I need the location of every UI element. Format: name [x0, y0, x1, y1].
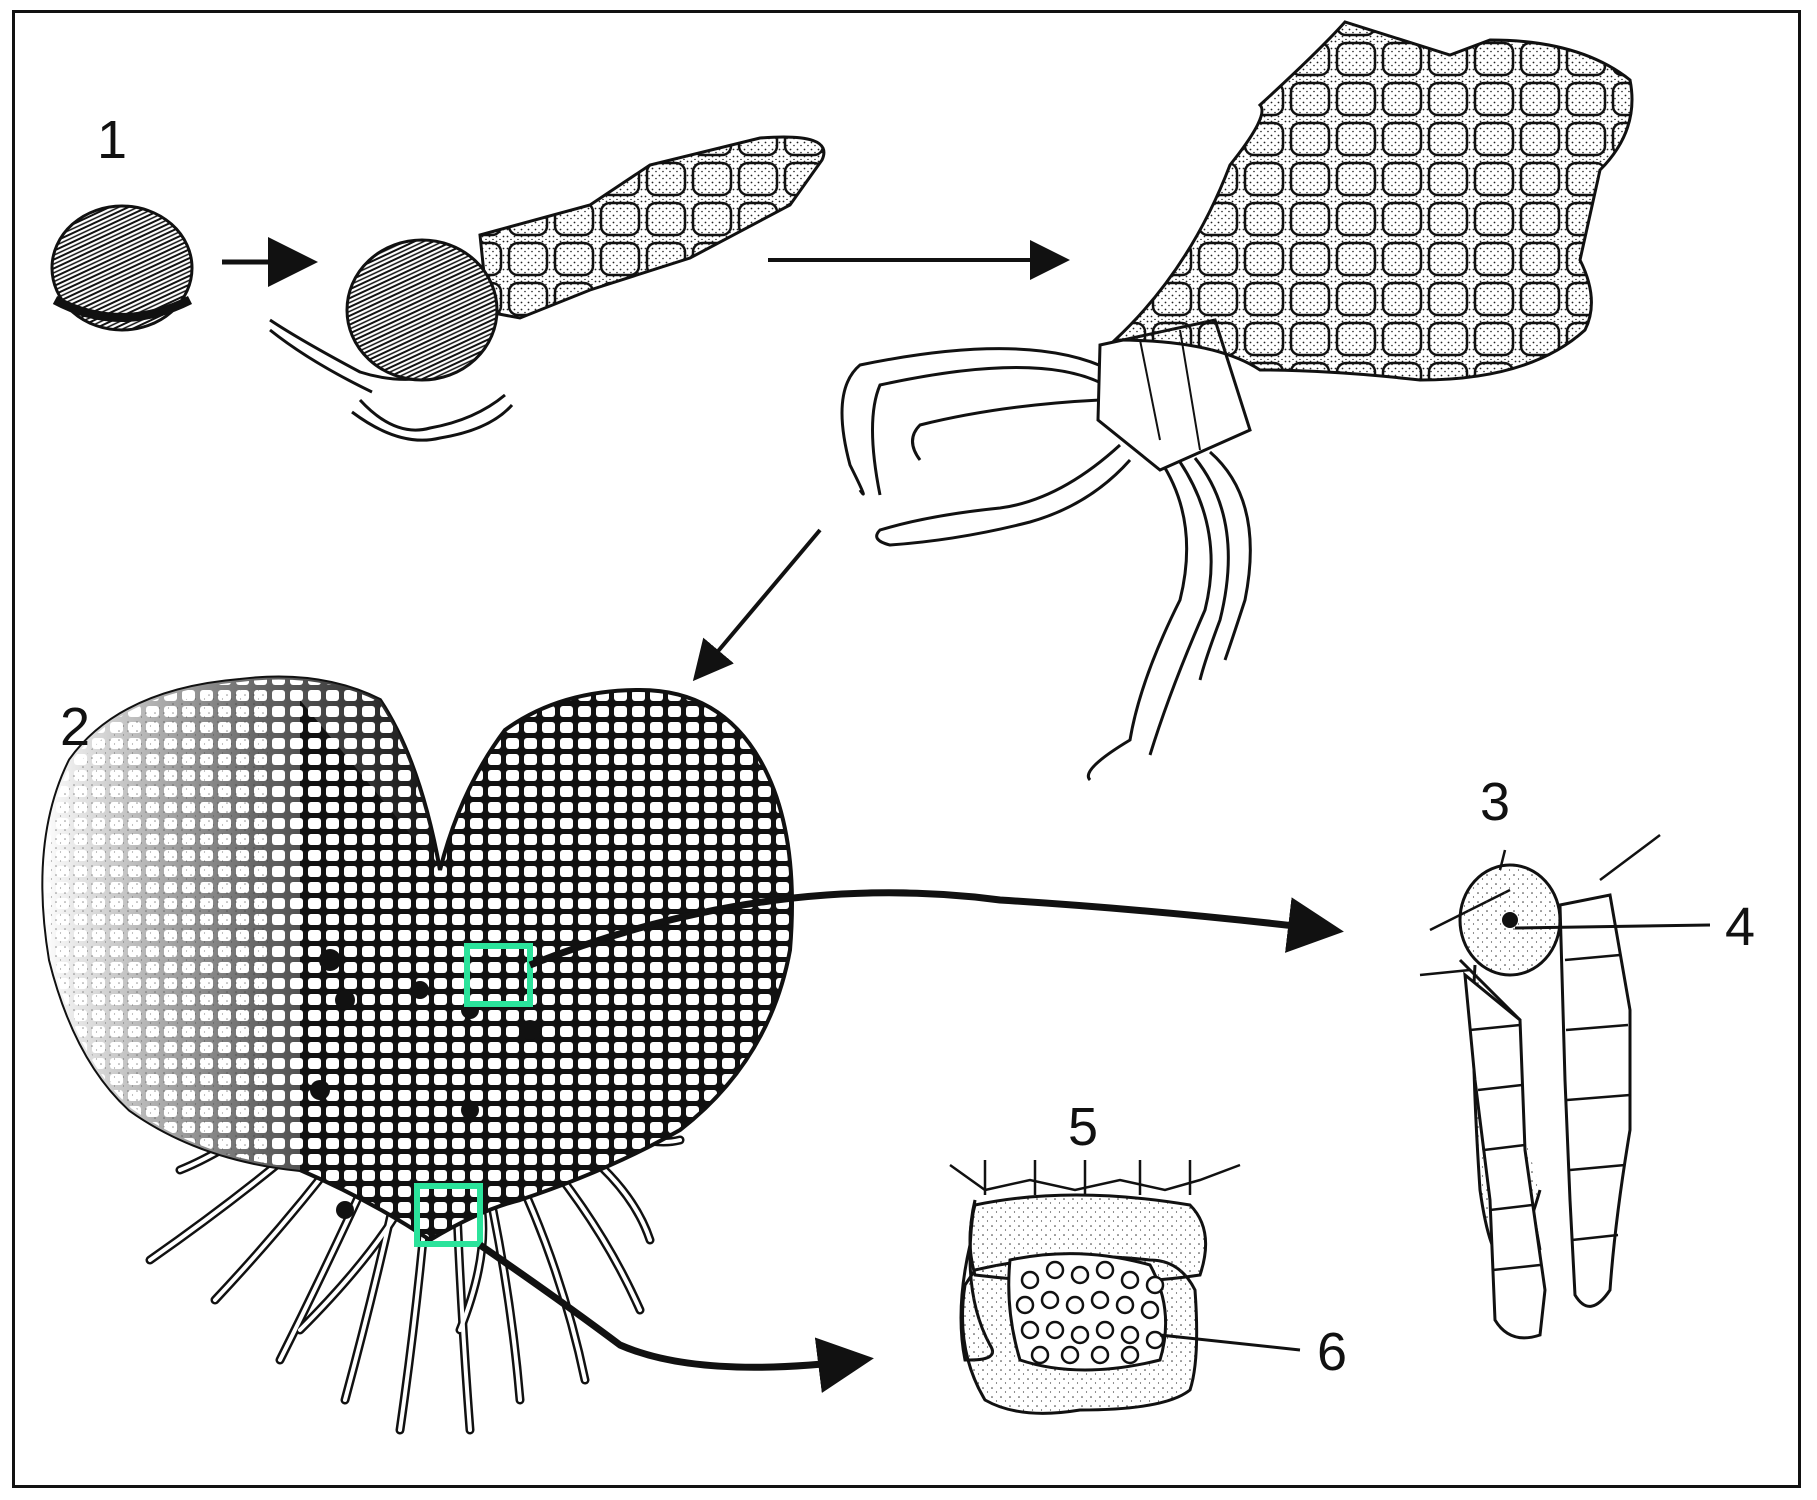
label-4: 4 — [1725, 897, 1755, 957]
arrow-to-antheridium — [478, 1242, 874, 1393]
label-1: 1 — [97, 110, 127, 170]
label-3: 3 — [1480, 772, 1510, 832]
germinating-spore — [269, 135, 826, 442]
antheridium — [949, 1160, 1301, 1415]
young-prothallus — [840, 20, 1634, 782]
pointer-line-6 — [1159, 1333, 1301, 1352]
arrow-to-mature-prothallus — [692, 528, 822, 682]
label-5: 5 — [1068, 1097, 1098, 1157]
label-2: 2 — [60, 697, 90, 757]
label-6: 6 — [1317, 1322, 1347, 1382]
mature-prothallus — [41, 675, 794, 1435]
spore — [50, 204, 194, 332]
arrow-to-archegonium — [528, 889, 1344, 969]
archegonium — [1419, 834, 1711, 1340]
archegonium-highlight-box — [464, 943, 533, 1007]
pointer-line-4 — [1514, 923, 1711, 930]
antheridium-highlight-box — [414, 1183, 483, 1247]
